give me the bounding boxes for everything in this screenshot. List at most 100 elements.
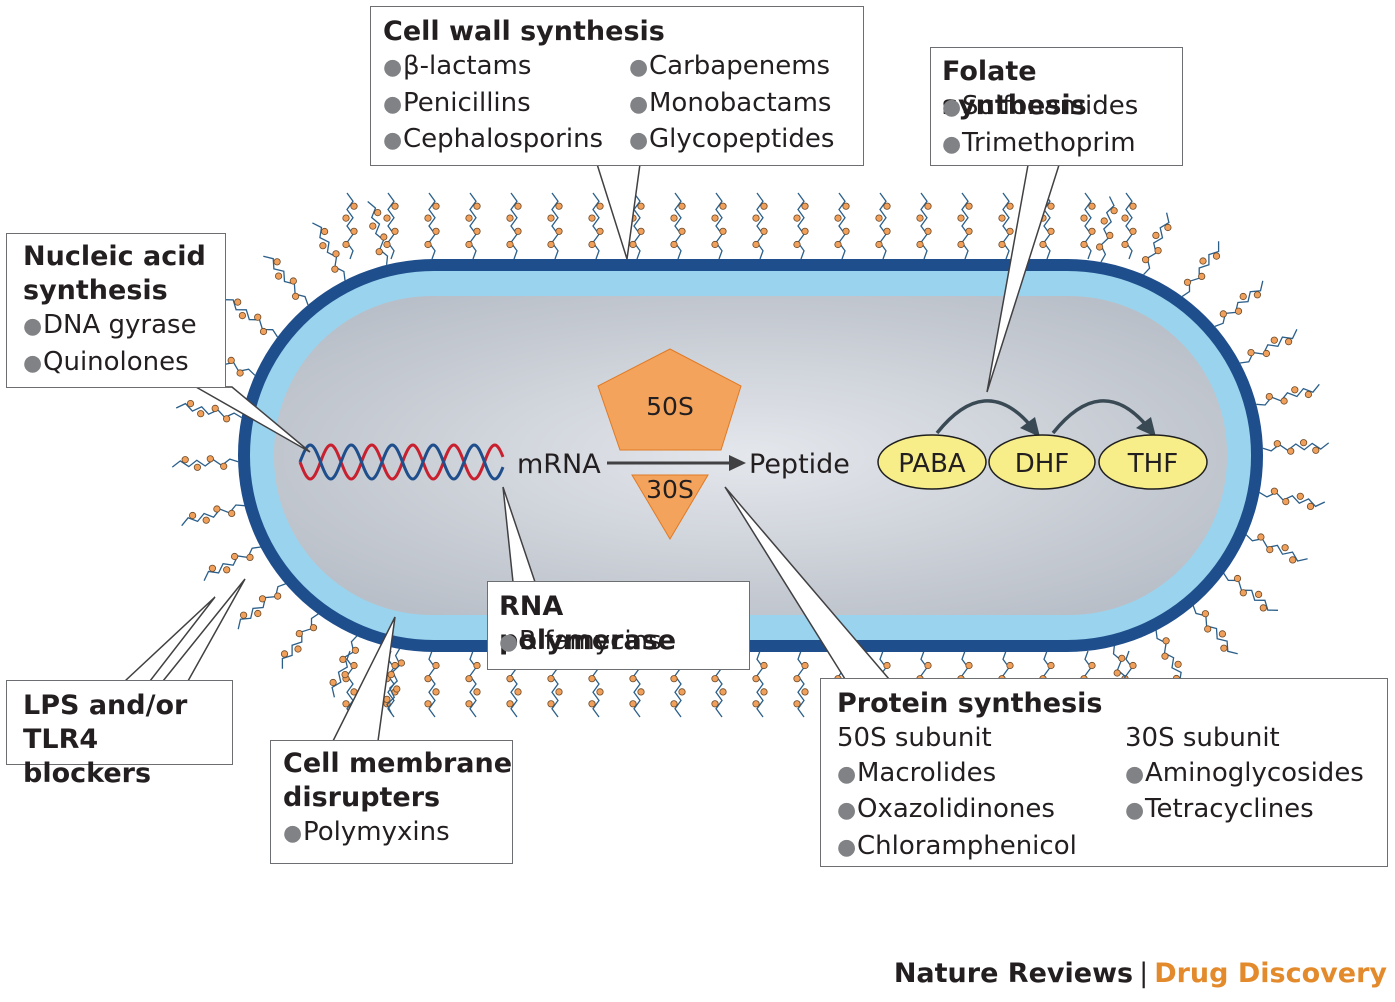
lps-blockers-box: LPS and/or TLR4 blockers	[6, 680, 233, 789]
lps-title-1: LPS and/or	[23, 690, 188, 721]
dhf-ellipse	[988, 434, 1096, 490]
lps-strand	[1121, 192, 1137, 260]
lps-strand	[424, 650, 440, 718]
list-item: ●Polymyxins	[283, 817, 450, 847]
protein-30s-heading: 30S subunit	[1125, 723, 1280, 753]
lps-strand	[793, 650, 809, 718]
list-item: ●Quinolones	[23, 346, 189, 377]
paba-to-dhf-arrowhead	[1020, 417, 1040, 437]
list-item: ●Cephalosporins	[383, 124, 604, 154]
list-item: ●DNA gyrase	[23, 310, 197, 340]
list-item: ●Carbapenems	[629, 51, 831, 81]
membrane-title-1: Cell membrane	[283, 748, 513, 779]
rna-polymerase-box: RNA polymerase ●Rifamycins	[487, 581, 750, 670]
membrane-title-2: disrupters	[283, 782, 441, 813]
membrane-content: Cell membrane disrupters ●Polymyxins	[283, 747, 512, 852]
list-item: ●Monobactams	[629, 87, 832, 118]
rna-polymerase-list: ●Rifamycins	[499, 624, 662, 661]
lps-strand	[1222, 572, 1279, 612]
protein-col2: 30S subunit ●Aminoglycosides ●Tetracycli…	[1125, 721, 1364, 829]
lps-strand	[1181, 241, 1221, 297]
lps-strand	[834, 192, 850, 260]
lps-strand	[588, 192, 604, 260]
lps-strand	[752, 192, 768, 260]
folate-list: ●Sulfonamides ●Trimethoprim	[942, 89, 1138, 162]
nucleic-acid-title-2: synthesis	[23, 275, 168, 306]
ribosome-30s	[631, 474, 709, 540]
paba-to-dhf-arrow	[935, 399, 1032, 435]
footer-separator: |	[1139, 958, 1149, 989]
ribosome-30s-label: 30S	[646, 475, 694, 504]
lps-strand	[711, 192, 727, 260]
folate-synthesis-box: Folate synthesis ●Sulfonamides ●Trimetho…	[930, 47, 1183, 166]
dhf-label: DHF	[1015, 449, 1070, 479]
lps-strand	[1192, 604, 1238, 655]
lps-pointer-b	[161, 578, 246, 682]
lps-strand	[312, 222, 346, 281]
cell-wall-synthesis-box: Cell wall synthesis ●β-lactams ●Penicill…	[370, 6, 864, 166]
lps-strand	[1262, 439, 1330, 455]
list-item: ●Chloramphenicol	[837, 830, 1077, 861]
list-item: ●Sulfonamides	[942, 91, 1139, 121]
protein-title: Protein synthesis	[837, 688, 1103, 719]
lps-strand	[465, 650, 481, 718]
lps-strand	[875, 192, 891, 260]
dhf-to-thf-arrowhead	[1136, 417, 1156, 437]
lps-title-2: TLR4 blockers	[23, 724, 152, 789]
lps-strand	[263, 255, 309, 306]
lps-strand	[1259, 487, 1326, 510]
list-item: ●Macrolides	[837, 757, 997, 788]
cell-wall-col1: ●β-lactams ●Penicillins ●Cephalosporins	[383, 49, 603, 159]
lps-strand	[367, 201, 389, 265]
lps-strand	[424, 192, 440, 260]
protein-synthesis-box: Protein synthesis 50S subunit ●Macrolide…	[820, 678, 1388, 867]
ribosome-50s	[597, 348, 742, 451]
lps-strand	[222, 298, 279, 338]
lps-strand	[280, 613, 320, 669]
lps-strand	[329, 634, 359, 698]
paba-ellipse	[877, 434, 987, 490]
ribosome-50s-label: 50S	[646, 392, 694, 421]
dna-strand-blue	[298, 443, 505, 481]
lps-strand	[342, 192, 358, 260]
list-item: ●Tetracyclines	[1125, 794, 1314, 824]
journal-name: Drug Discovery	[1154, 958, 1387, 989]
lps-strand	[1142, 212, 1172, 276]
lps-strand	[916, 192, 932, 260]
lps-strand	[547, 192, 563, 260]
lps-strand	[181, 504, 245, 527]
translation-arrowhead	[729, 455, 746, 471]
lps-strand	[1256, 383, 1320, 406]
lps-strand	[957, 192, 973, 260]
mrna-label: mRNA	[517, 449, 601, 480]
cell-membrane-disrupters-box: Cell membrane disrupters ●Polymyxins	[270, 740, 513, 864]
lps-strand	[752, 650, 768, 718]
lps-strand	[506, 192, 522, 260]
lps-strand	[465, 192, 481, 260]
thf-label: THF	[1127, 449, 1178, 479]
lps-strand	[175, 399, 242, 423]
list-item: ●β-lactams	[383, 51, 532, 81]
dna-strand-red	[298, 443, 505, 481]
dna-helix	[298, 443, 505, 481]
cell-wall-col2: ●Carbapenems ●Monobactams ●Glycopeptides	[629, 49, 834, 159]
lps-strand	[1080, 192, 1096, 260]
list-item: ●Rifamycins	[499, 626, 662, 656]
lps-strand	[1245, 533, 1308, 564]
lps-strand	[793, 192, 809, 260]
nucleic-acid-synthesis-box: Nucleic acid synthesis ●DNA gyrase ●Quin…	[6, 233, 226, 388]
list-item: ●Aminoglycosides	[1125, 757, 1364, 788]
lps-strand	[1096, 196, 1118, 263]
list-item: ●Glycopeptides	[629, 124, 835, 154]
lps-strand	[1240, 329, 1298, 364]
protein-50s-heading: 50S subunit	[837, 723, 992, 753]
peptide-label: Peptide	[749, 449, 850, 480]
lps-strand	[1214, 280, 1264, 328]
lps-strand	[998, 192, 1014, 260]
lps-strand	[171, 455, 239, 471]
protein-col1: 50S subunit ●Macrolides ●Oxazolidinones …	[837, 721, 1077, 865]
lps-strand	[237, 582, 287, 630]
rna-polymerase-title: RNA polymerase	[499, 591, 677, 656]
lps-strand	[383, 192, 399, 260]
